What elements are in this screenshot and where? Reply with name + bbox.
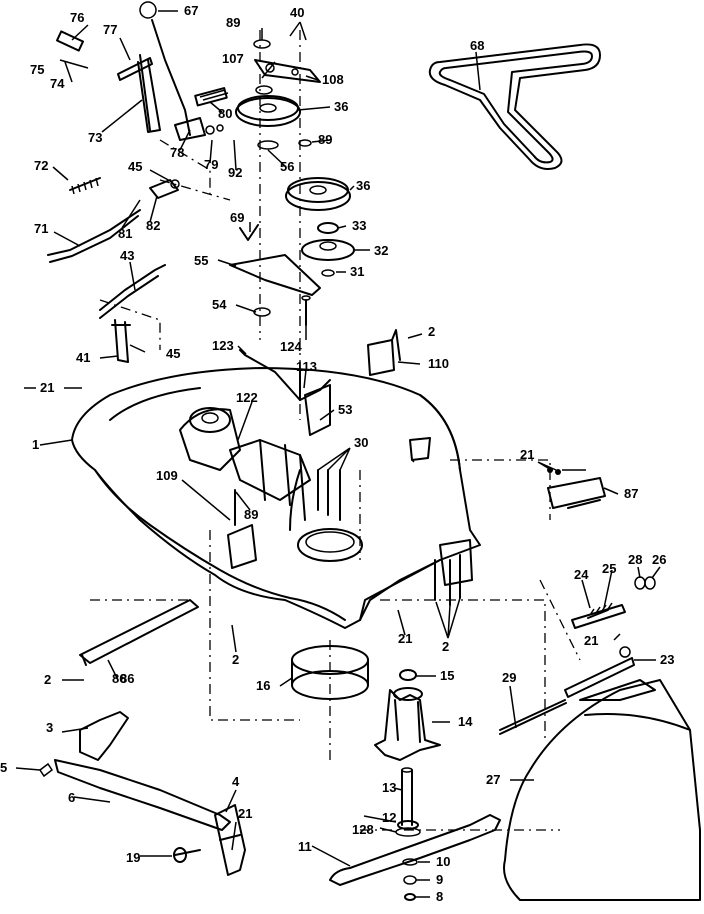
part-label: 12: [382, 810, 396, 825]
part-label: 5: [0, 760, 7, 775]
part-label: 10: [436, 854, 450, 869]
part-label: 2: [44, 672, 51, 687]
part-label: 25: [602, 561, 616, 576]
part-label: 82: [146, 218, 160, 233]
part-label: 55: [194, 253, 208, 268]
part-label: 67: [184, 3, 198, 18]
leader-lines: [15, 10, 661, 898]
part-label: 72: [34, 158, 48, 173]
part-label: 79: [204, 157, 218, 172]
part-label: 26: [652, 552, 666, 567]
part-label: 123: [212, 338, 234, 353]
part-label: 76: [70, 10, 84, 25]
part-label: 78: [170, 145, 184, 160]
part-label: 86: [120, 671, 134, 686]
height-adjust-linkage: [47, 1, 229, 363]
part-label: 124: [280, 339, 302, 354]
part-label: 128: [352, 822, 374, 837]
part-label: 24: [574, 567, 589, 582]
part-label: 89: [318, 132, 332, 147]
part-label: 3: [46, 720, 53, 735]
spindle-assembly: [291, 645, 501, 901]
part-label: 15: [440, 668, 454, 683]
part-label: 87: [624, 486, 638, 501]
part-label: 36: [356, 178, 370, 193]
part-label: 53: [338, 402, 352, 417]
part-label: 54: [212, 297, 227, 312]
part-label: 21: [398, 631, 412, 646]
discharge-chute: [503, 679, 701, 901]
part-label: 73: [88, 130, 102, 145]
part-label: 29: [502, 670, 516, 685]
part-label: 11: [298, 839, 312, 854]
part-label: 77: [103, 22, 117, 37]
part-label: 30: [354, 435, 368, 450]
part-label: 31: [350, 264, 364, 279]
bracket-87: [547, 467, 606, 509]
chute-hinge-parts: [499, 576, 656, 735]
part-label: 32: [374, 243, 388, 258]
part-label: 110: [428, 356, 449, 371]
part-label: 41: [76, 350, 90, 365]
part-label: 113: [296, 359, 317, 374]
part-label: 56: [280, 159, 294, 174]
part-label: 71: [34, 221, 48, 236]
assembly-lines: [90, 30, 581, 831]
part-label: 2: [442, 639, 449, 654]
mower-deck: [71, 367, 481, 629]
part-label: 2: [428, 324, 435, 339]
part-label: 13: [382, 780, 396, 795]
part-label: 16: [256, 678, 270, 693]
part-label: 81: [118, 226, 132, 241]
part-label: 4: [232, 774, 240, 789]
part-label: 21: [238, 806, 252, 821]
part-label: 21: [40, 380, 54, 395]
part-label: 23: [660, 652, 674, 667]
part-label: 21: [520, 447, 534, 462]
part-label: 21: [584, 633, 598, 648]
part-label: 74: [50, 76, 65, 91]
bracket-86: [79, 599, 199, 666]
part-label: 9: [436, 872, 443, 887]
deck-support-parts: [38, 711, 246, 876]
part-label: 75: [30, 62, 44, 77]
part-label: 80: [218, 106, 232, 121]
part-label: 68: [470, 38, 484, 53]
part-label: 43: [120, 248, 134, 263]
bracket-110: [367, 329, 401, 376]
part-label: 86: [112, 671, 126, 686]
part-label: 89: [244, 507, 258, 522]
part-label: 14: [458, 714, 473, 729]
part-label: 69: [230, 210, 244, 225]
part-label: 108: [322, 72, 344, 87]
part-label: 27: [486, 772, 500, 787]
part-label: 36: [334, 99, 348, 114]
part-label: 28: [628, 552, 642, 567]
part-label: 33: [352, 218, 366, 233]
part-label: 89: [226, 15, 240, 30]
part-label: 1: [32, 437, 39, 452]
part-label: 8: [436, 889, 443, 904]
part-label: 45: [128, 159, 142, 174]
part-label: 109: [156, 468, 178, 483]
part-label: 2: [232, 652, 239, 667]
part-label: 107: [222, 51, 244, 66]
part-label: 6: [68, 790, 75, 805]
belt-68: [428, 43, 601, 170]
part-label: 40: [290, 5, 304, 20]
part-label: 92: [228, 165, 242, 180]
part-label: 19: [126, 850, 140, 865]
part-label: 45: [166, 346, 180, 361]
part-label: 122: [236, 390, 258, 405]
